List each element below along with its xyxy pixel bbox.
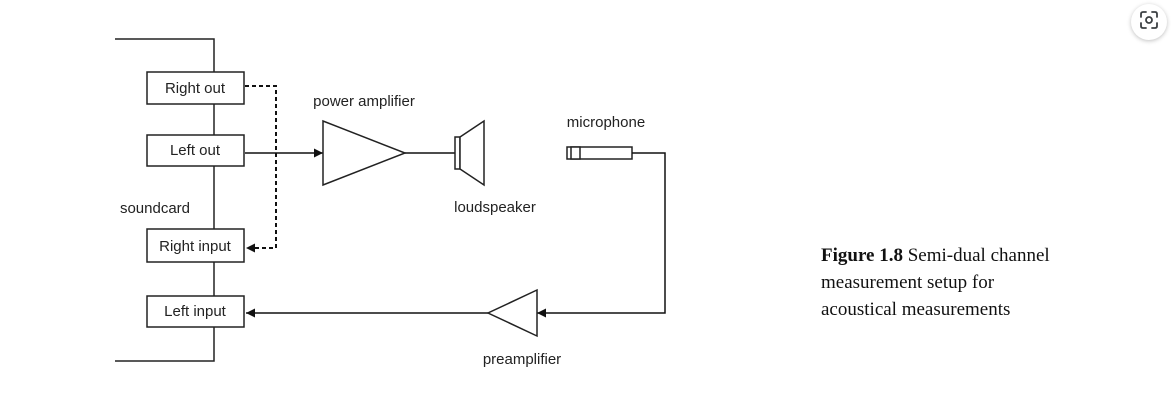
left-out-label: Left out: [170, 142, 221, 159]
mic-to-preamp-wire: [537, 152, 666, 318]
right-input-port: [146, 228, 245, 263]
microphone-symbol: [566, 146, 633, 160]
power-amplifier-symbol: [322, 119, 408, 187]
loopback-dashed-wire: [245, 85, 277, 253]
right-out-port: [146, 71, 245, 105]
left-input-label: Left input: [164, 303, 227, 320]
caption-line-2: measurement setup for: [821, 272, 995, 293]
preamplifier-label: preamplifier: [483, 351, 561, 368]
caption-line-3: acoustical measurements: [821, 299, 1011, 320]
figure-number: Figure 1.8: [821, 245, 903, 266]
caption-line-1: Semi-dual channel: [907, 245, 1050, 266]
loudspeaker-symbol: [454, 119, 485, 187]
left-out-port: [146, 134, 245, 167]
soundcard-label: soundcard: [120, 200, 190, 217]
power-amplifier-label: power amplifier: [313, 93, 415, 110]
microphone-label: microphone: [567, 114, 645, 131]
visual-search-button[interactable]: [1131, 4, 1167, 40]
right-out-label: Right out: [165, 80, 226, 97]
soundcard-outline: [115, 38, 215, 362]
right-input-label: Right input: [159, 238, 232, 255]
preamplifier-symbol: [486, 288, 538, 338]
lens-icon: [1139, 10, 1159, 35]
left-input-port: [146, 295, 245, 328]
figure-caption: Figure 1.8 Semi-dual channel measurement…: [821, 242, 1151, 323]
loudspeaker-label: loudspeaker: [454, 199, 536, 216]
